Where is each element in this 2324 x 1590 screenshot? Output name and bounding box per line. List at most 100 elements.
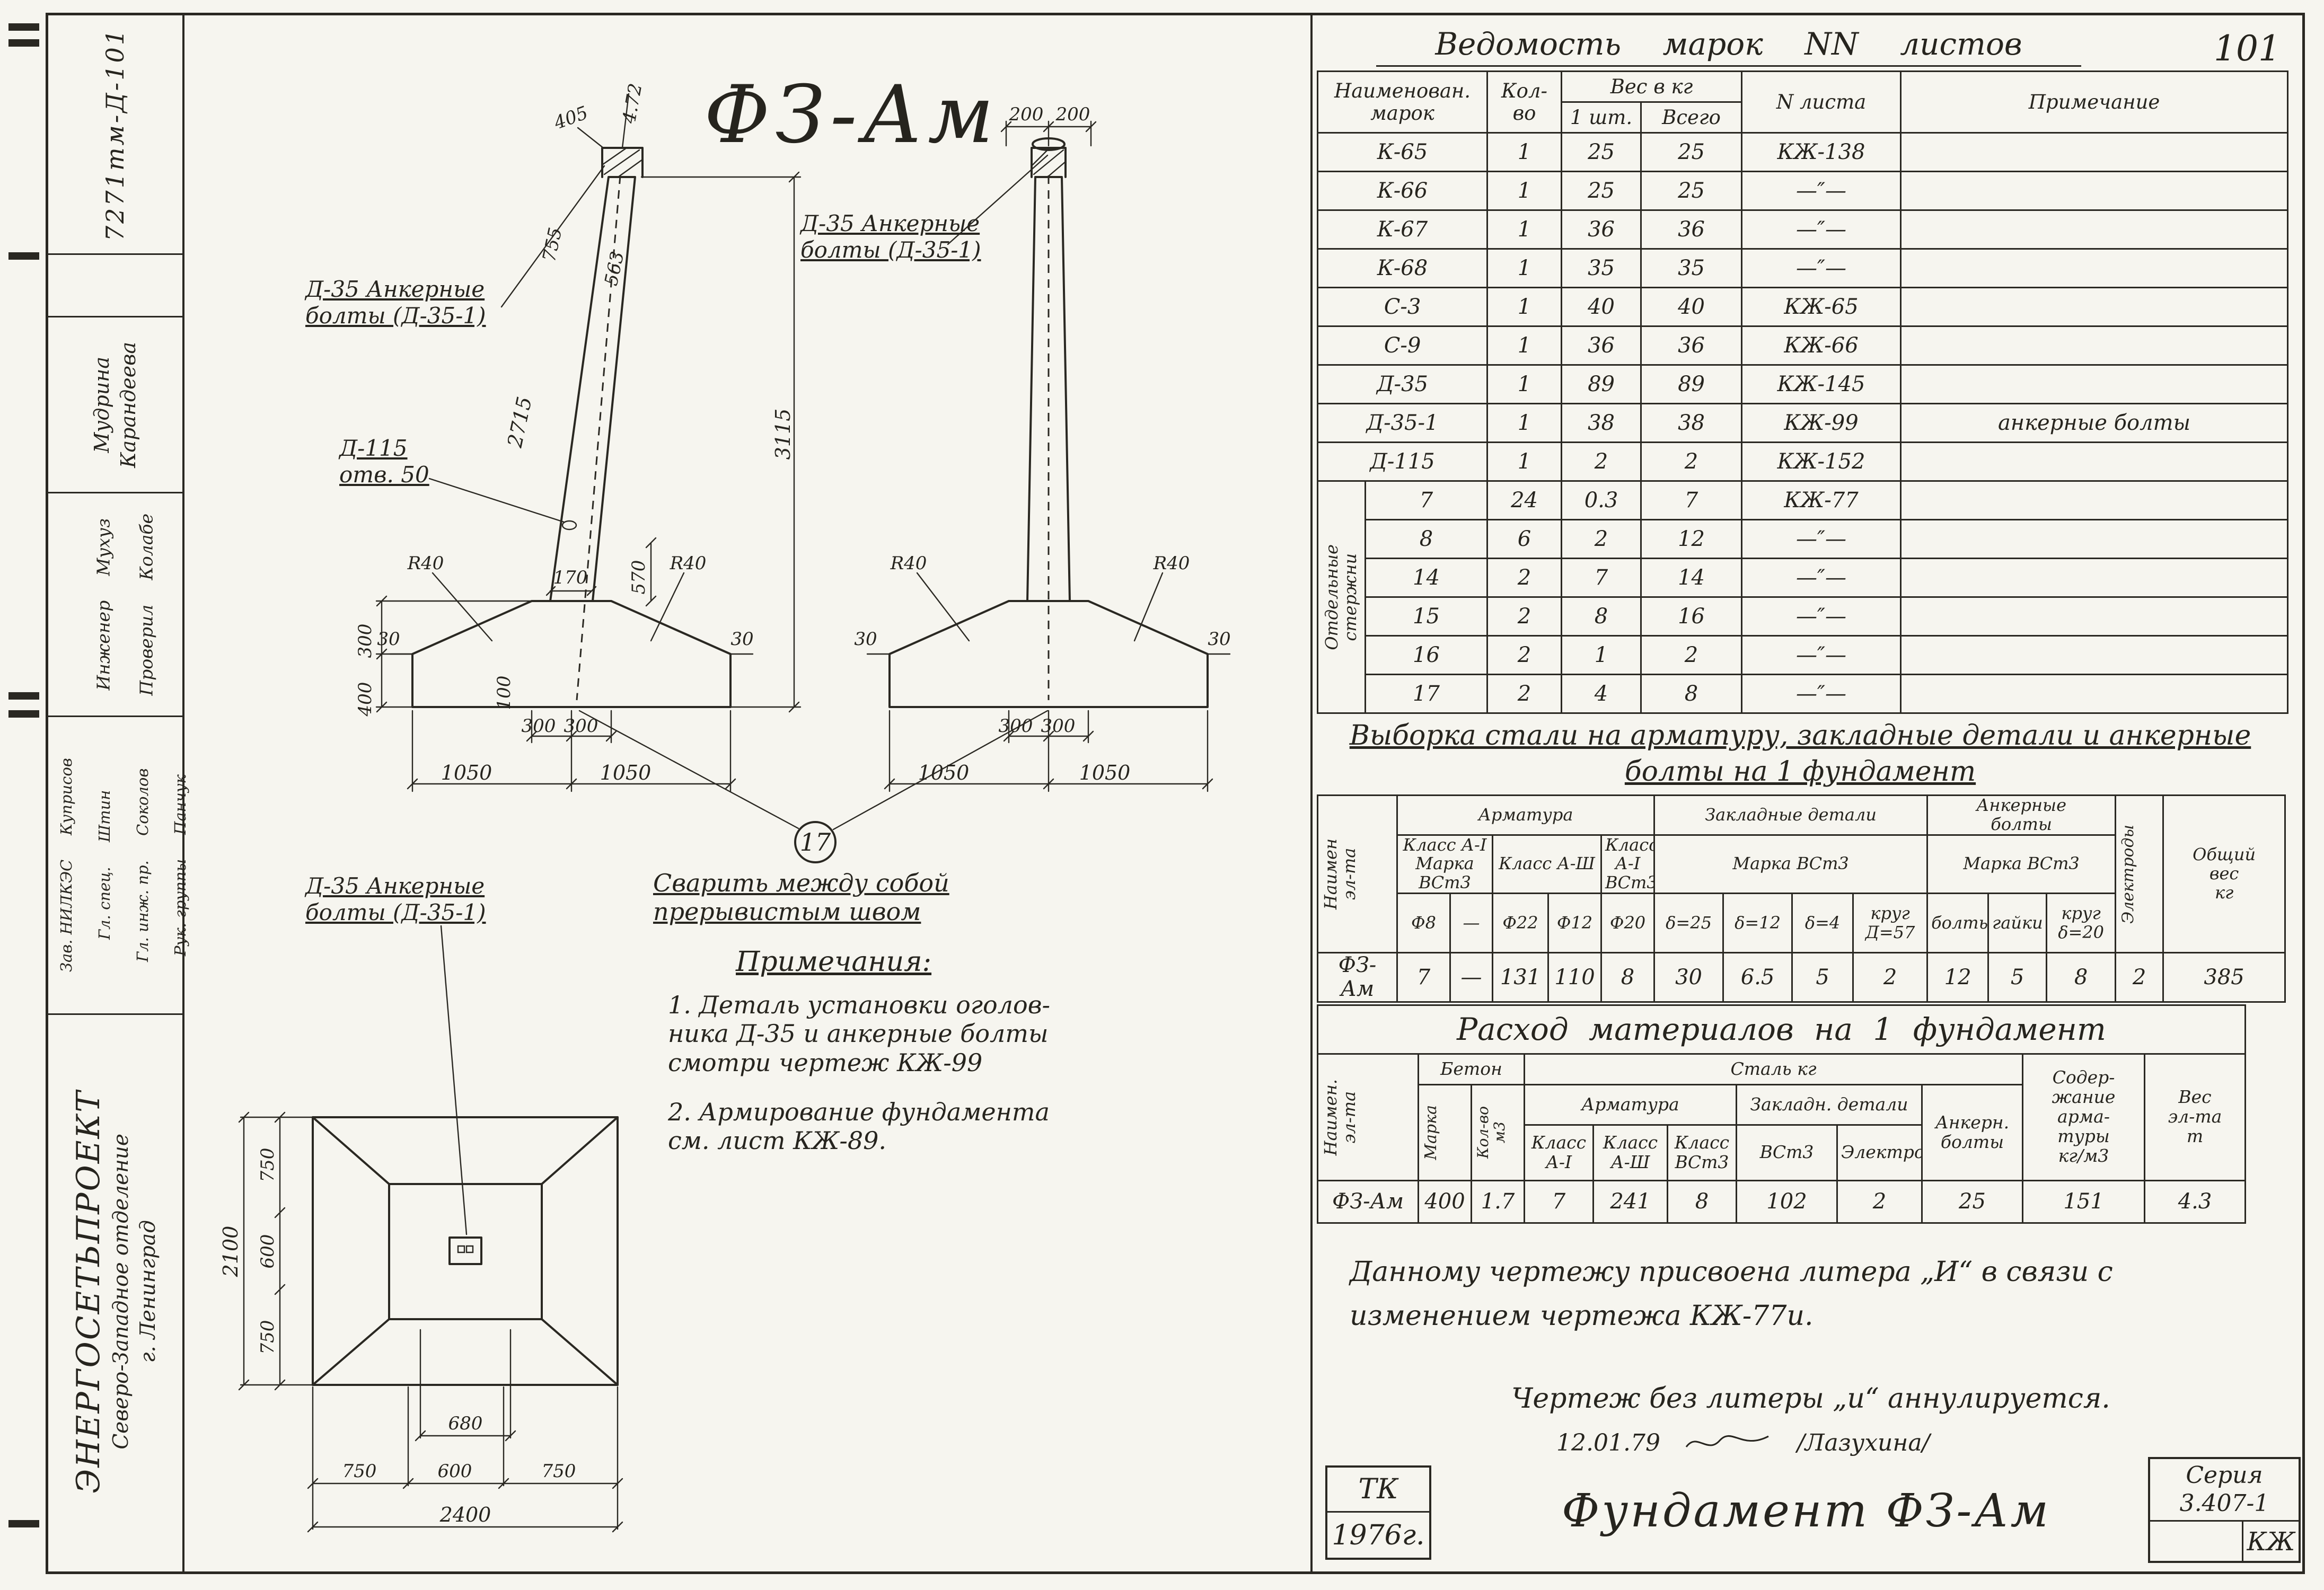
page-number: 101 xyxy=(2214,28,2281,69)
table-row: К-68 1 35 35 —″— xyxy=(1316,248,2289,288)
mark-w1: 36 xyxy=(1561,325,1642,366)
mark-note xyxy=(1900,519,2289,559)
col-krug20: круг δ=20 xyxy=(2046,893,2117,954)
mark-qty: 1 xyxy=(1486,287,1563,327)
col-f22: Ф22 xyxy=(1492,893,1549,954)
dim-680: 680 xyxy=(448,1413,483,1434)
col-header-element: Наимен эл-та xyxy=(1317,794,1398,954)
dim-2715: 2715 xyxy=(503,394,536,450)
mark-name: 7 xyxy=(1364,480,1489,520)
col-dash: — xyxy=(1449,893,1493,954)
mark-sheet: КЖ-138 xyxy=(1741,132,1902,172)
mark-w1: 25 xyxy=(1561,171,1642,211)
dim-405: 405 xyxy=(551,102,591,134)
mark-qty: 1 xyxy=(1486,403,1563,443)
dim-750: 750 xyxy=(257,1320,278,1355)
table-row: С-3 1 40 40 КЖ-65 xyxy=(1316,287,2289,327)
anchor-bolts-label-b: Д-35 Анкерные болты (Д-35-1) xyxy=(800,210,981,263)
sheet-frame xyxy=(46,13,2305,1574)
mark-qty: 1 xyxy=(1486,209,1563,250)
signature: Колабе xyxy=(135,513,156,580)
organization-city: г. Ленинград xyxy=(136,1220,160,1363)
remark-date: 12.01.79 xyxy=(1556,1429,1660,1456)
detail-callout-circle xyxy=(794,821,837,863)
mark-note xyxy=(1900,171,2289,211)
subheader-class-a1: Класс А-I Марка ВСт3 xyxy=(1396,834,1493,895)
mark-w1: 2 xyxy=(1561,519,1642,559)
col-header-zakladnye: Закладные детали xyxy=(1653,794,1929,836)
leader-lines xyxy=(428,127,1164,1235)
hole-label: Д-115 отв. 50 xyxy=(339,435,429,488)
value-elektrody: 2 xyxy=(1836,1179,1923,1224)
table-row: 14 2 7 14 —″— xyxy=(1318,558,2289,598)
mark-wt: 16 xyxy=(1640,596,1743,637)
dim-r40: R40 xyxy=(407,553,444,574)
mark-note xyxy=(1900,287,2289,327)
mark-sheet: —″— xyxy=(1741,248,1902,288)
dim-r40: R40 xyxy=(890,553,927,574)
mark-w1: 35 xyxy=(1561,248,1642,288)
mark-w1: 1 xyxy=(1561,635,1642,675)
mark-note xyxy=(1900,441,2289,482)
dim-170: 170 xyxy=(553,567,588,588)
mark-note xyxy=(1900,674,2289,714)
dim-r40: R40 xyxy=(670,553,707,574)
mark-wt: 35 xyxy=(1640,248,1743,288)
mark-qty: 2 xyxy=(1486,674,1563,714)
mark-w1: 4 xyxy=(1561,674,1642,714)
col-header-ankernye: Анкерные болты xyxy=(1926,794,2117,836)
mark-name: К-66 xyxy=(1316,171,1489,211)
mark-name: К-67 xyxy=(1316,209,1489,250)
dim-750: 750 xyxy=(542,1461,576,1482)
mark-qty: 6 xyxy=(1486,519,1563,559)
subheader-class-a3: Класс А-Ш xyxy=(1492,834,1602,895)
col-d25: δ=25 xyxy=(1653,893,1724,954)
col-f8: Ф8 xyxy=(1396,893,1451,954)
col-header-kolvo: Кол-во м3 xyxy=(1471,1084,1525,1181)
marks-table: Наименован. марок Кол-во Вес в кг N лист… xyxy=(1316,70,2289,714)
dim-30: 30 xyxy=(377,629,400,650)
mark-qty: 1 xyxy=(1486,441,1563,482)
value-a3: 241 xyxy=(1592,1179,1668,1224)
col-f20: Ф20 xyxy=(1600,893,1656,954)
dim-300: 300 xyxy=(1041,716,1076,737)
table-row: К-65 1 25 25 КЖ-138 xyxy=(1316,132,2289,172)
mark-name: К-68 xyxy=(1316,248,1489,288)
mark-note xyxy=(1900,209,2289,250)
col-d12: δ=12 xyxy=(1722,893,1793,954)
mark-wt: 36 xyxy=(1640,209,1743,250)
materials-table: Расход материалов на 1 фундамент Наимен.… xyxy=(1316,1004,2247,1224)
mark-qty: 1 xyxy=(1486,364,1563,404)
mark-sheet: —″— xyxy=(1741,171,1902,211)
mark-name: Д-35-1 xyxy=(1316,403,1489,443)
table-row: К-67 1 36 36 —″— xyxy=(1316,209,2289,250)
mark-qty: 1 xyxy=(1486,171,1563,211)
mark-wt: 40 xyxy=(1640,287,1743,327)
mark-note xyxy=(1900,596,2289,637)
dim-2100: 2100 xyxy=(219,1226,242,1278)
kolvo-header-text: Кол-во м3 xyxy=(1474,1106,1508,1159)
signature: Штин xyxy=(95,790,113,843)
materials-table-title: Расход материалов на 1 фундамент xyxy=(1316,1004,2247,1055)
edge-mark xyxy=(8,1520,39,1527)
value-dash: — xyxy=(1449,952,1493,1003)
mark-sheet: —″— xyxy=(1741,519,1902,559)
edge-mark xyxy=(8,692,39,700)
tables-area: Ведомость марок NN листов 101 Наименован… xyxy=(1310,15,2305,1571)
table-row: Д-35-1 1 38 38 КЖ-99 анкерные болты xyxy=(1316,403,2289,443)
table-row: К-66 1 25 25 —″— xyxy=(1316,171,2289,211)
value-total: 385 xyxy=(2162,952,2286,1003)
dim-30: 30 xyxy=(854,629,877,650)
col-header-wt: Всего xyxy=(1640,101,1743,134)
tk-label: ТК xyxy=(1327,1468,1429,1513)
signature-cell-a: Мудрина Карандеева xyxy=(48,317,182,493)
signature: Куприсов xyxy=(57,758,75,836)
mark-note xyxy=(1900,635,2289,675)
mark-note xyxy=(1900,248,2289,288)
role-label: Инженер xyxy=(93,600,114,691)
doc-number: 7271тм-Д-101 xyxy=(101,27,130,242)
mark-name: 17 xyxy=(1364,674,1489,714)
mark-sheet: КЖ-65 xyxy=(1741,287,1902,327)
mark-sheet: —″— xyxy=(1741,209,1902,250)
value-soderzh: 151 xyxy=(2022,1179,2145,1224)
